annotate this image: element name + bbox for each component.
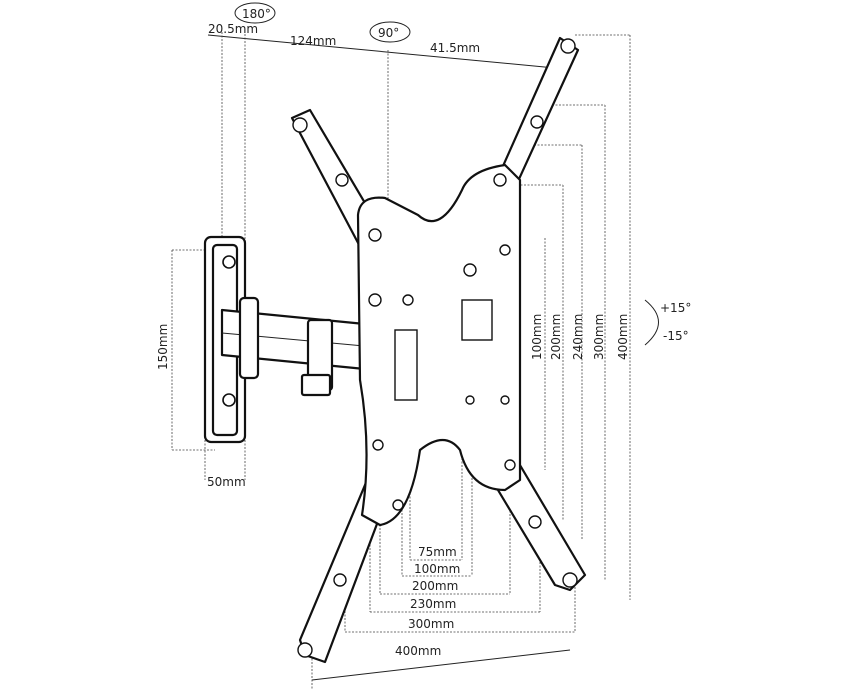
rotation-90-label: 90° [378, 26, 399, 40]
vesa-v-400: 400mm [616, 314, 630, 360]
wall-plate-width: 50mm [207, 475, 246, 489]
rotation-90-icon [369, 21, 411, 43]
tv-bracket-plate [290, 36, 587, 664]
dim-41-5mm: 41.5mm [430, 41, 480, 55]
vesa-v-300: 300mm [592, 314, 606, 360]
vesa-v-100: 100mm [530, 314, 544, 360]
vesa-h-200: 200mm [412, 579, 458, 593]
rotation-180-icon [234, 2, 276, 24]
vesa-h-230: 230mm [410, 597, 456, 611]
vesa-v-240: 240mm [571, 314, 585, 360]
dim-20-5mm: 20.5mm [208, 22, 258, 36]
tilt-down: -15° [663, 329, 689, 343]
dim-124mm: 124mm [290, 34, 336, 48]
swing-arm [220, 296, 377, 397]
vesa-h-75: 75mm [418, 545, 457, 559]
vesa-v-200: 200mm [549, 314, 563, 360]
top-dimension-lines [207, 2, 556, 245]
tilt-up: +15° [660, 301, 691, 315]
rotation-180-label: 180° [242, 7, 271, 21]
tilt-arc-icon [644, 299, 659, 346]
vesa-h-100: 100mm [414, 562, 460, 576]
vesa-h-400: 400mm [395, 644, 441, 658]
wall-plate-height: 150mm [156, 324, 170, 370]
vesa-h-300: 300mm [408, 617, 454, 631]
